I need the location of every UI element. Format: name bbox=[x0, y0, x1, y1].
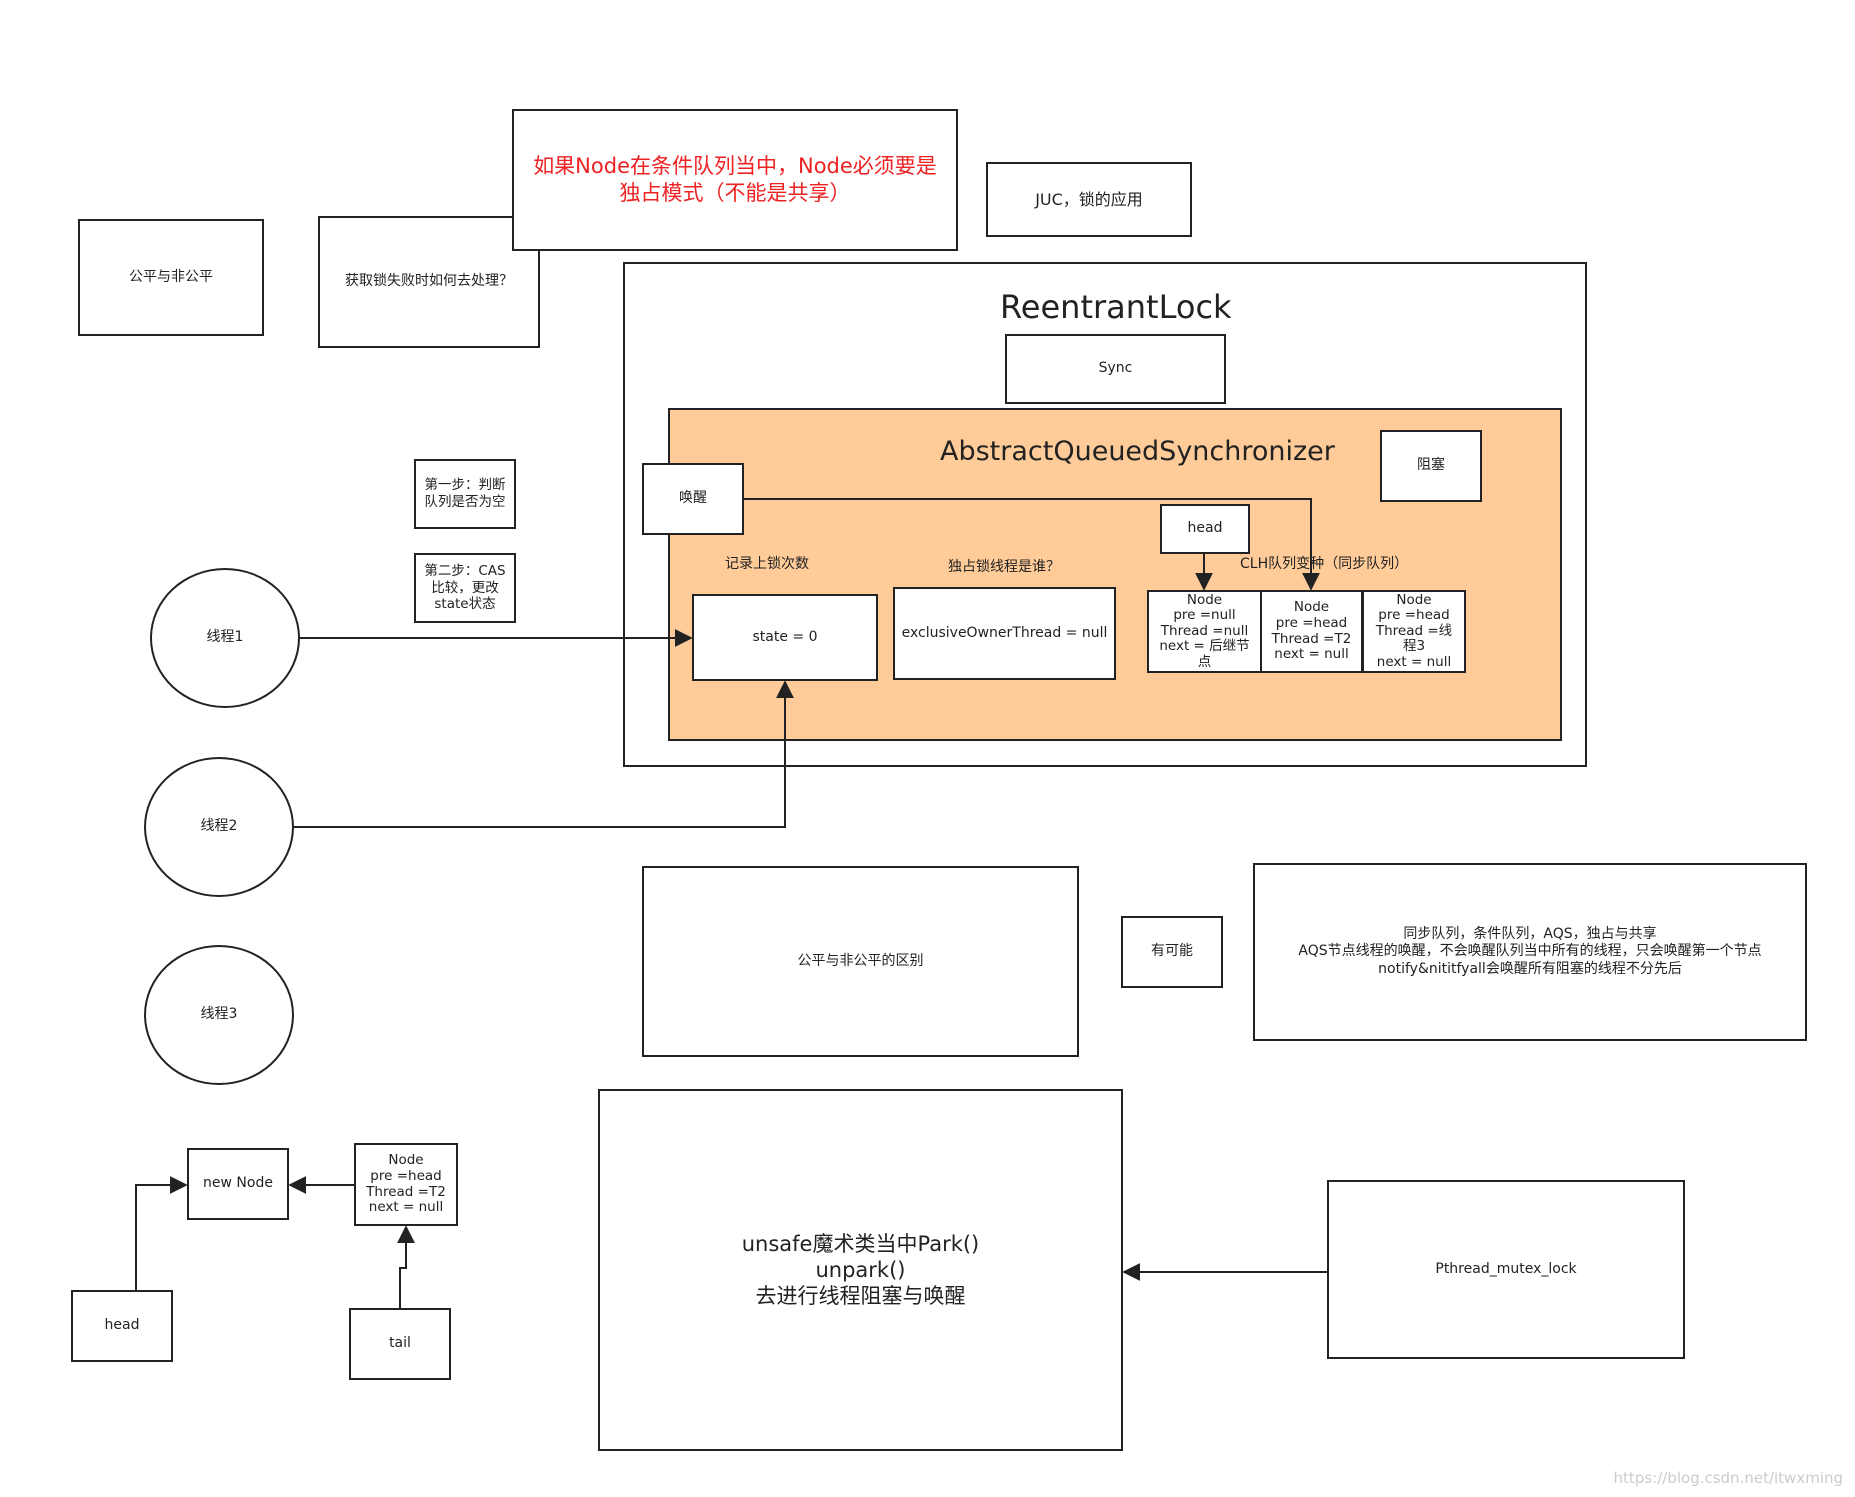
step1-box: 第一步：判断 队列是否为空 bbox=[414, 459, 516, 529]
aqs-title: AbstractQueuedSynchronizer bbox=[940, 436, 1335, 467]
clh-node-t3: Node pre =head Thread =线 程3 next = null bbox=[1362, 590, 1466, 673]
thread3-circle: 线程3 bbox=[144, 945, 294, 1085]
wake-box: 唤醒 bbox=[642, 463, 744, 535]
aqs-notes-box: 同步队列，条件队列，AQS，独占与共享 AQS节点线程的唤醒，不会唤醒队列当中所… bbox=[1253, 863, 1807, 1041]
fair-nonfair-box: 公平与非公平 bbox=[78, 219, 264, 336]
acquire-fail-box: 获取锁失败时如何去处理？ bbox=[318, 216, 540, 348]
thread2-to-state-arrow bbox=[294, 680, 794, 828]
clh-queue-label: CLH队列变种（同步队列） bbox=[1240, 556, 1409, 572]
exclusive-owner-question-label: 独占锁线程是谁？ bbox=[948, 559, 1060, 575]
state-field: state = 0 bbox=[692, 594, 878, 681]
head-to-newnode-arrow bbox=[135, 1176, 188, 1290]
clh-node-t2: Node pre =head Thread =T2 next = null bbox=[1260, 590, 1363, 673]
tail-box: tail bbox=[349, 1308, 451, 1380]
reentrantlock-title: ReentrantLock bbox=[1000, 288, 1232, 326]
head-pointer-box: head bbox=[1160, 504, 1250, 554]
wake-to-node-arrow bbox=[744, 498, 1320, 591]
sync-box: Sync bbox=[1005, 334, 1226, 404]
maybe-box: 有可能 bbox=[1121, 916, 1223, 988]
bottom-node-t2: Node pre =head Thread =T2 next = null bbox=[354, 1143, 458, 1226]
exclusive-owner-thread-field: exclusiveOwnerThread = null bbox=[893, 587, 1116, 680]
fair-nonfair-diff-box: 公平与非公平的区别 bbox=[642, 866, 1079, 1057]
new-node-box: new Node bbox=[187, 1148, 289, 1220]
record-lock-count-label: 记录上锁次数 bbox=[725, 556, 809, 572]
step2-box: 第二步：CAS 比较，更改 state状态 bbox=[414, 553, 516, 623]
block-box: 阻塞 bbox=[1380, 430, 1482, 502]
thread2-circle: 线程2 bbox=[144, 757, 294, 897]
unsafe-park-box: unsafe魔术类当中Park() unpark() 去进行线程阻塞与唤醒 bbox=[598, 1089, 1123, 1451]
pthread-mutex-box: Pthread_mutex_lock bbox=[1327, 1180, 1685, 1359]
juc-box: JUC，锁的应用 bbox=[986, 162, 1192, 237]
tail-to-node-arrow bbox=[397, 1225, 415, 1308]
clh-node-head: Node pre =null Thread =null next = 后继节 点 bbox=[1147, 590, 1262, 673]
thread1-circle: 线程1 bbox=[150, 568, 300, 708]
condition-queue-note: 如果Node在条件队列当中，Node必须要是独占模式（不能是共享） bbox=[512, 109, 958, 251]
watermark: https://blog.csdn.net/itwxming bbox=[1613, 1469, 1843, 1487]
head-bottom-box: head bbox=[71, 1290, 173, 1362]
